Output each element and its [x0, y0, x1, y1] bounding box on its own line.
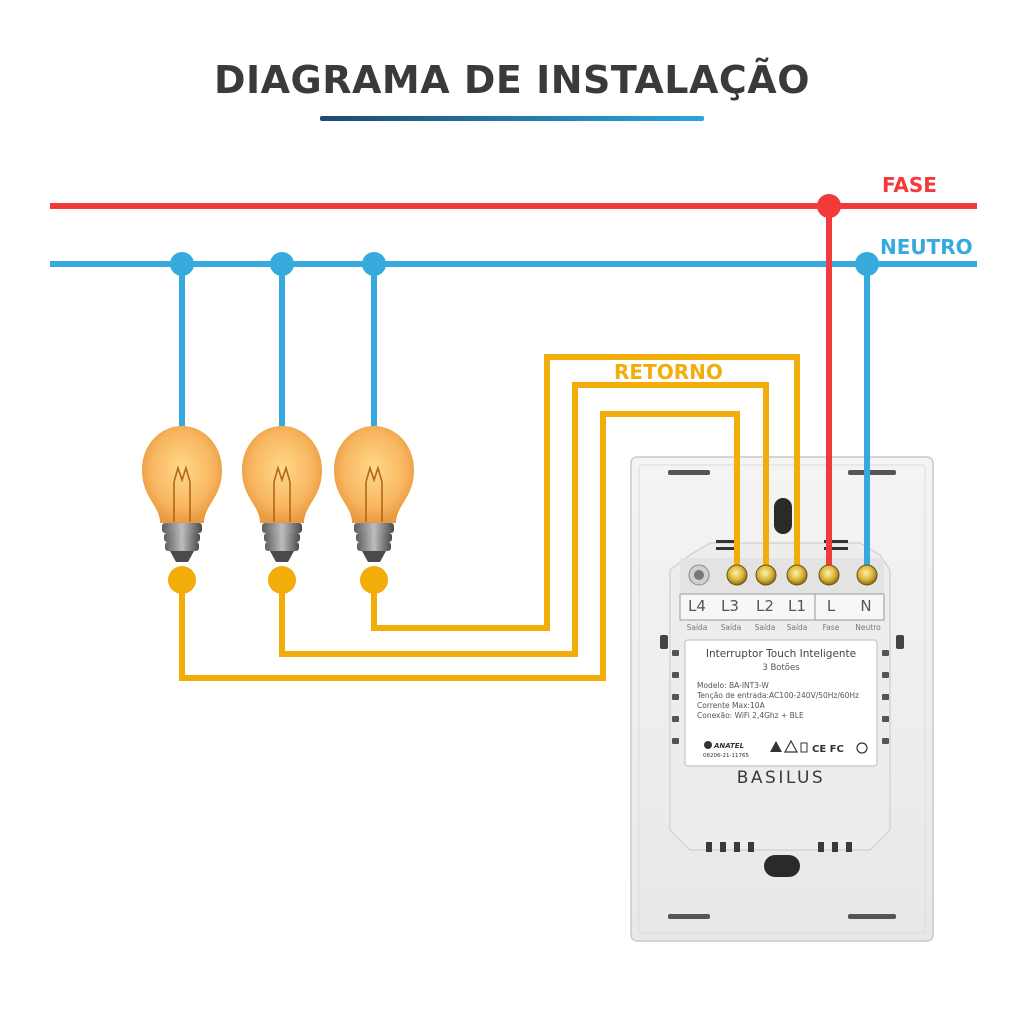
- neutral-junction-3: [362, 252, 386, 276]
- brand-logo: BASILUS: [737, 768, 825, 788]
- spec-connection: Conexão: WiFi 2,4Ghz + BLE: [697, 711, 804, 720]
- return-wire-l2: [279, 382, 769, 657]
- electrical-hazard-icon: [783, 739, 799, 753]
- terminal-label-l2: L2: [756, 597, 774, 615]
- terminal-label-l3: L3: [721, 597, 739, 615]
- recycle-bin-icon: [800, 742, 808, 753]
- neutral-junction-1: [170, 252, 194, 276]
- terminal-screws: [688, 564, 878, 586]
- inmetro-icon: [856, 742, 868, 754]
- page-title: DIAGRAMA DE INSTALAÇÃO: [213, 58, 811, 102]
- terminal-screw-n: [856, 564, 878, 586]
- spec-model: Modelo: BA-INT3-W: [697, 681, 769, 690]
- spec-current: Corrente Max:10A: [697, 701, 766, 710]
- terminal-screw-l: [818, 564, 840, 586]
- terminal-label-l: L: [827, 597, 836, 615]
- terminal-sub-l4: Saída: [687, 623, 708, 632]
- neutral-label: NEUTRO: [880, 235, 973, 259]
- terminal-sub-n: Neutro: [855, 623, 881, 632]
- terminal-label-l4: L4: [688, 597, 706, 615]
- neutral-junction-switch: [855, 252, 879, 276]
- certification-marks: CE FC: [812, 744, 844, 755]
- anatel-code: 08206-21-11765: [703, 753, 749, 759]
- terminal-screw-l1: [786, 564, 808, 586]
- smart-switch: Interruptor Touch Inteligente 3 Botões M…: [630, 456, 934, 942]
- product-name: Interruptor Touch Inteligente: [706, 648, 856, 660]
- return-wire-l1: [179, 411, 740, 681]
- terminal-label-l1: L1: [788, 597, 806, 615]
- spec-voltage: Tenção de entrada:AC100-240V/50Hz/60Hz: [696, 691, 859, 700]
- terminal-sub-l: Fase: [823, 623, 840, 632]
- lamp-3-icon: [334, 426, 414, 594]
- return-label: RETORNO: [614, 360, 723, 384]
- terminal-screw-l2: [755, 564, 777, 586]
- switch-info-label: [684, 639, 878, 767]
- lamp-2-icon: [242, 426, 322, 594]
- phase-label: FASE: [882, 173, 937, 197]
- phase-junction: [817, 194, 841, 218]
- neutral-junction-2: [270, 252, 294, 276]
- terminal-sub-l3: Saída: [721, 623, 742, 632]
- terminal-sub-l1: Saída: [787, 623, 808, 632]
- terminal-label-n: N: [860, 597, 871, 615]
- wires: [50, 194, 977, 681]
- product-buttons: 3 Botões: [762, 663, 800, 673]
- warning-icon: [770, 741, 782, 752]
- lamp-1-icon: [142, 426, 222, 594]
- anatel-logo-icon: [704, 741, 712, 749]
- anatel-name: ANATEL: [713, 742, 744, 750]
- return-wire-l3: [371, 354, 800, 631]
- terminal-labels: L4 L3 L2 L1 L N Saída Saída Saída Saída …: [687, 597, 882, 632]
- terminal-screw-l3: [726, 564, 748, 586]
- terminal-sub-l2: Saída: [755, 623, 776, 632]
- title-underline: [320, 116, 704, 121]
